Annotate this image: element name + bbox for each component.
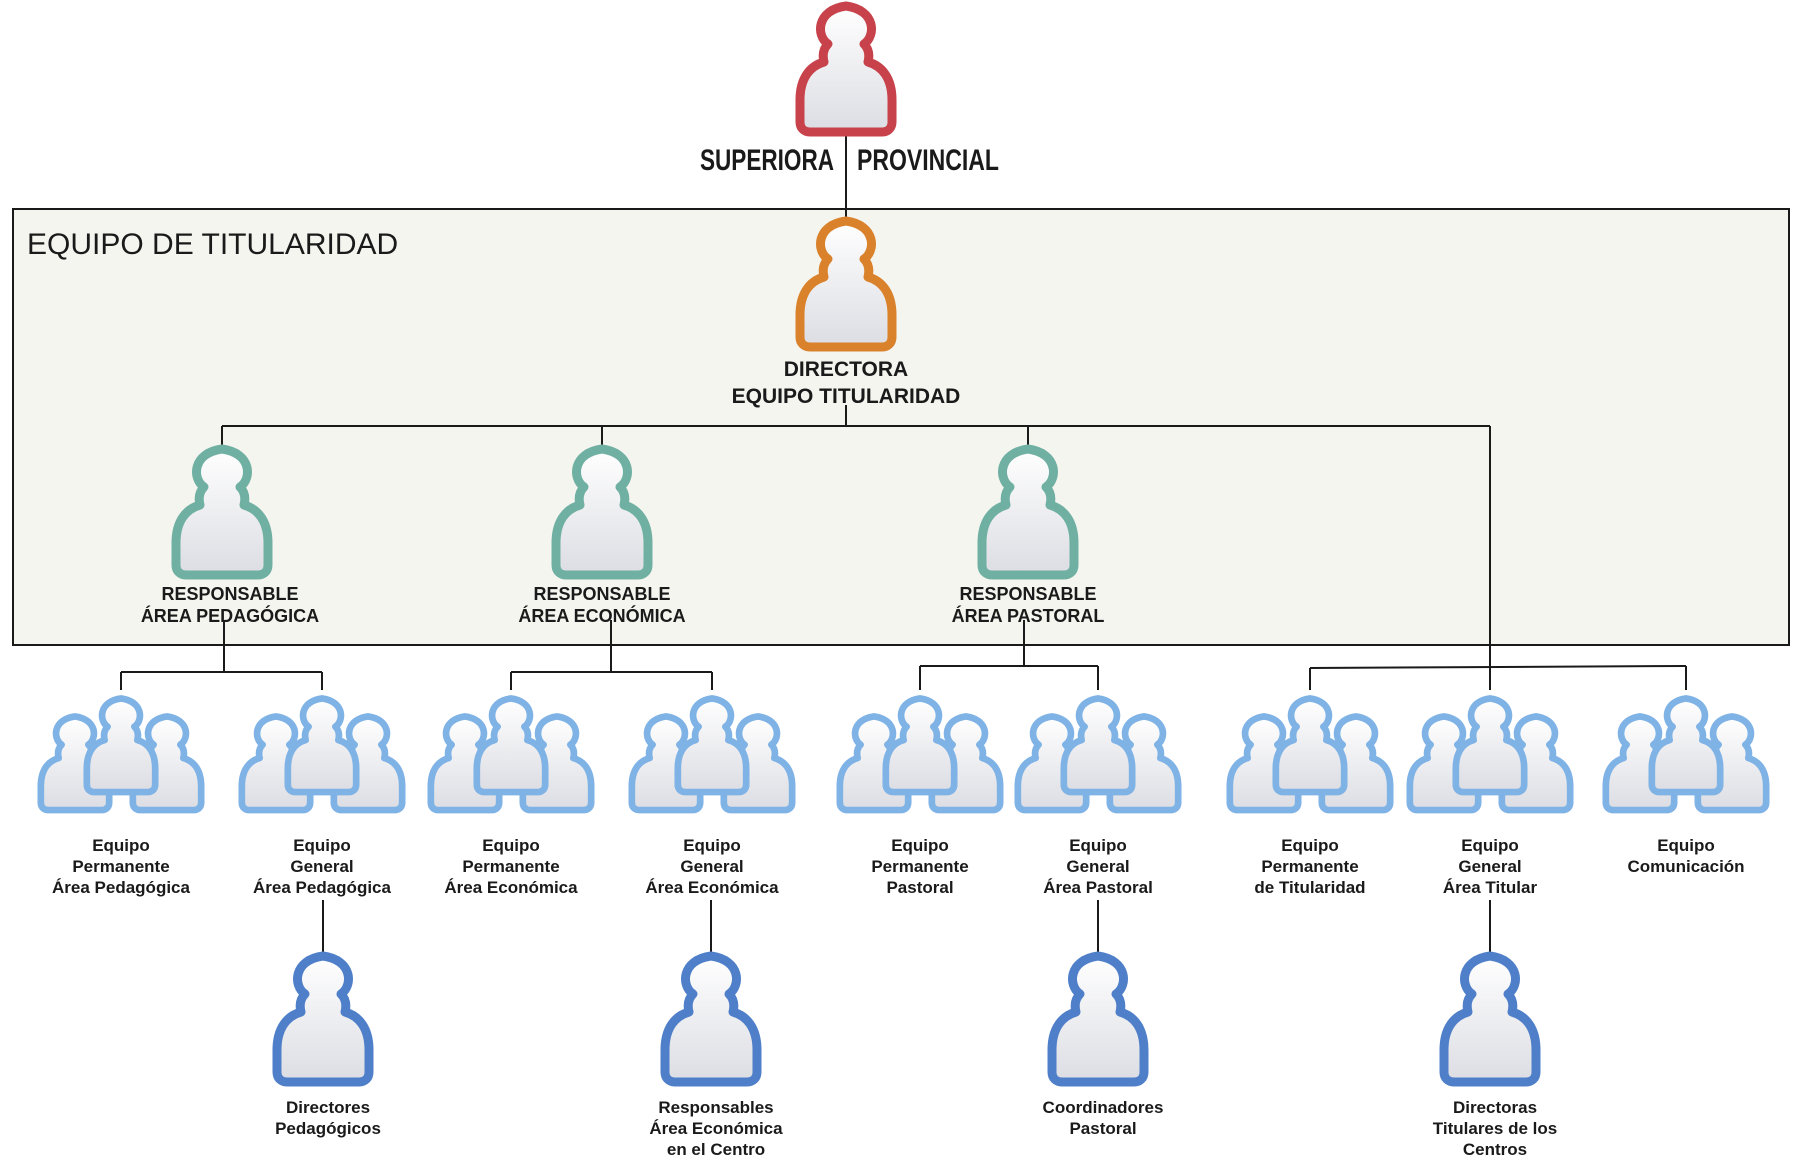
group-icon [41, 698, 201, 810]
team-label-line: Equipo [1069, 836, 1127, 855]
leaf-label-line: Pastoral [1069, 1119, 1136, 1138]
group-icon [242, 698, 402, 810]
responsable-node: RESPONSABLE ÁREA PEDAGÓGICA [141, 449, 319, 626]
group-icon [431, 698, 591, 810]
responsable-label-line1: RESPONSABLE [161, 584, 298, 604]
team-label-line: Equipo [891, 836, 949, 855]
team-label-line: Equipo [92, 836, 150, 855]
leaf-label-line: Pedagógicos [275, 1119, 381, 1138]
team-label-line: Equipo [1281, 836, 1339, 855]
leaf-label-line: Área Económica [649, 1119, 783, 1138]
group-icon [632, 698, 792, 810]
team-label-line: Pastoral [886, 878, 953, 897]
team-label-line: General [1066, 857, 1129, 876]
team-label-line: Área Económica [444, 878, 578, 897]
group-icon [1606, 698, 1766, 810]
person-icon [277, 956, 369, 1082]
directora-node: DIRECTORA EQUIPO TITULARIDAD [732, 221, 961, 408]
leaf-label-line: Directores [286, 1098, 370, 1117]
group-icon [1410, 698, 1570, 810]
team-label-line: Área Titular [1443, 878, 1538, 897]
team-label-line: Comunicación [1627, 857, 1744, 876]
leaf-label-line: Directoras [1453, 1098, 1537, 1117]
superiora-label-right: PROVINCIAL [857, 144, 999, 177]
team-label-line: Equipo [1657, 836, 1715, 855]
leaf-label-line: en el Centro [667, 1140, 765, 1159]
team-label-line: Permanente [462, 857, 559, 876]
team-label-line: de Titularidad [1254, 878, 1365, 897]
leaf-label-line: Titulares de los [1433, 1119, 1557, 1138]
person-icon [1052, 956, 1144, 1082]
responsable-node: RESPONSABLE ÁREA PASTORAL [952, 449, 1105, 626]
team-label-line: Equipo [683, 836, 741, 855]
team-label-line: General [1458, 857, 1521, 876]
team-label-line: Permanente [871, 857, 968, 876]
team-label-line: General [290, 857, 353, 876]
team-label-line: Área Pedagógica [52, 878, 190, 897]
team-label-line: Equipo [293, 836, 351, 855]
leaf-label-line: Coordinadores [1043, 1098, 1164, 1117]
group-icon [1230, 698, 1390, 810]
team-label-line: General [680, 857, 743, 876]
group-icon [840, 698, 1000, 810]
directora-label-line1: DIRECTORA [784, 358, 908, 381]
superiora-node: SUPERIORA PROVINCIAL [700, 6, 999, 177]
team-label-line: Área Pastoral [1043, 878, 1153, 897]
leaf-label-line: Centros [1463, 1140, 1527, 1159]
box-title: EQUIPO DE TITULARIDAD [27, 228, 398, 261]
responsable-label-line2: ÁREA ECONÓMICA [518, 605, 685, 626]
team-label-line: Área Pedagógica [253, 878, 391, 897]
leaf-label-line: Responsables [658, 1098, 773, 1117]
responsable-label-line1: RESPONSABLE [533, 584, 670, 604]
group-icon [1018, 698, 1178, 810]
team-label-line: Área Económica [645, 878, 779, 897]
responsable-node: RESPONSABLE ÁREA ECONÓMICA [518, 449, 686, 626]
responsable-label-line2: ÁREA PASTORAL [952, 605, 1105, 626]
team-label-line: Equipo [1461, 836, 1519, 855]
person-icon [665, 956, 757, 1082]
responsable-label-line2: ÁREA PEDAGÓGICA [141, 605, 319, 626]
team-label-line: Equipo [482, 836, 540, 855]
superiora-label-left: SUPERIORA [700, 144, 834, 177]
directora-label-line2: EQUIPO TITULARIDAD [732, 385, 961, 408]
responsable-label-line1: RESPONSABLE [959, 584, 1096, 604]
team-label-line: Permanente [72, 857, 169, 876]
person-icon [1444, 956, 1536, 1082]
connectors [120, 128, 1687, 955]
team-label-line: Permanente [1261, 857, 1358, 876]
person-icon [800, 6, 892, 132]
